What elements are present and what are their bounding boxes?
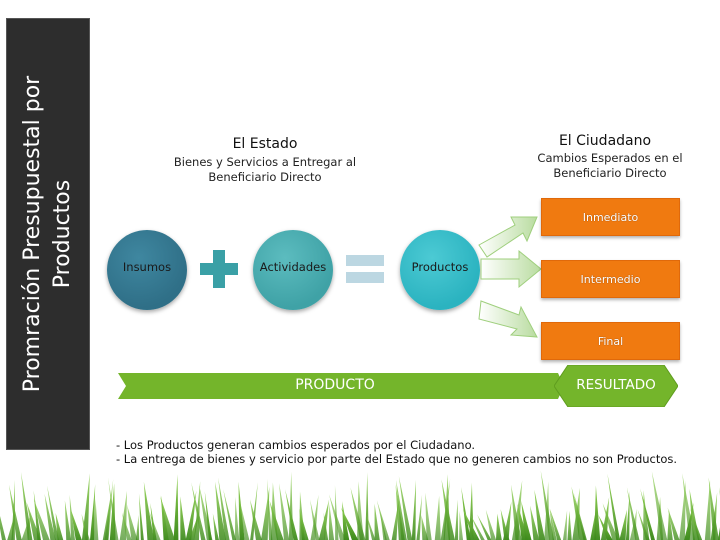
- ciudadano-subtitle-2: Beneficiario Directo: [553, 166, 667, 180]
- ciudadano-subtitle-1: Cambios Esperados en el: [537, 151, 683, 165]
- plus-icon: [200, 250, 238, 288]
- result-inmediato: Inmediato: [541, 198, 680, 236]
- insumos-label: Insumos: [122, 260, 172, 274]
- estado-subtitle-2: Beneficiario Directo: [208, 170, 322, 184]
- grass-decoration: [0, 470, 720, 540]
- result-intermedio: Intermedio: [541, 260, 680, 298]
- productos-label: Productos: [411, 260, 469, 274]
- estado-title: El Estado: [232, 136, 298, 152]
- actividades-label: Actividades: [259, 260, 327, 274]
- sidebar-title: Promración Presupuestal por Productos: [20, 75, 75, 393]
- sidebar-panel: Promración Presupuestal por Productos: [6, 18, 90, 450]
- arrow-icons: [478, 216, 542, 338]
- productos-node: Productos: [400, 230, 480, 310]
- resultado-hexagon: [554, 365, 678, 407]
- arrow-right-icon: [480, 249, 542, 289]
- insumos-node: Insumos: [107, 230, 187, 310]
- estado-subtitle-1: Bienes y Servicios a Entregar al: [173, 155, 357, 169]
- producto-label: PRODUCTO: [295, 377, 375, 393]
- ciudadano-title: El Ciudadano: [558, 133, 652, 149]
- note-line-2: - La entrega de bienes y servicio por pa…: [116, 452, 678, 466]
- arrow-up-icon: [478, 216, 538, 258]
- arrow-down-icon: [478, 300, 538, 338]
- result-final: Final: [541, 322, 680, 360]
- equals-icon: [346, 255, 384, 283]
- note-line-1: - Los Productos generan cambios esperado…: [116, 438, 476, 452]
- notes: - Los Productos generan cambios esperado…: [116, 438, 716, 466]
- resultado-label: RESULTADO: [576, 377, 656, 393]
- producto-bar: [118, 373, 564, 399]
- actividades-node: Actividades: [253, 230, 333, 310]
